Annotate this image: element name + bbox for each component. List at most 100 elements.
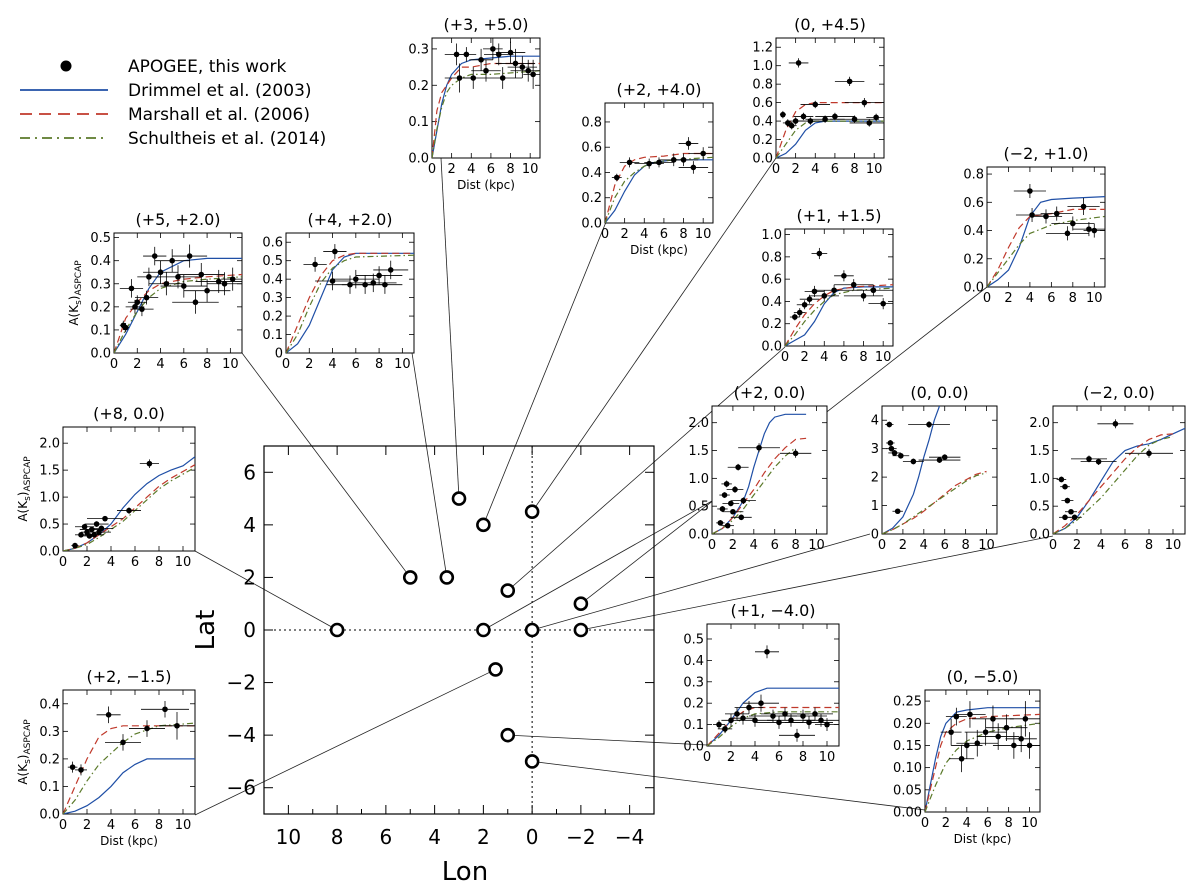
x-tick-label: 0 [1049, 538, 1057, 553]
data-point [995, 733, 1001, 740]
panel-title: (−2, +1.0) [1003, 144, 1088, 163]
data-point [958, 755, 965, 762]
y-tick-label: 0.4 [761, 295, 782, 310]
y-tick-label: 1 [871, 499, 879, 514]
data-point [1070, 220, 1076, 227]
data-point [732, 486, 738, 493]
data-point [93, 521, 100, 527]
panel-title: (+4, +2.0) [307, 210, 392, 229]
y-tick-label: 1.0 [688, 472, 709, 487]
connector-line [531, 157, 777, 512]
data-points [716, 443, 812, 529]
data-point [795, 60, 802, 66]
data-point [832, 113, 838, 120]
data-point [861, 99, 868, 106]
data-point [86, 533, 93, 539]
data-point [822, 116, 828, 123]
y-axis-label: A(Ks)ASPCAP [16, 719, 33, 785]
data-point [716, 721, 722, 728]
y-tick-label: 2 [243, 565, 256, 589]
data-point [221, 280, 228, 287]
y-tick-label: 0.4 [90, 254, 111, 269]
data-points [71, 459, 159, 549]
data-point [181, 283, 187, 289]
data-point [1058, 476, 1065, 483]
data-point [746, 704, 752, 711]
y-tick-label: 0.5 [683, 632, 704, 647]
data-point [782, 711, 788, 717]
x-tick-label: 8 [1004, 816, 1012, 831]
legend-entry: Schultheis et al. (2014) [20, 129, 326, 149]
data-point [685, 140, 692, 147]
data-point [880, 300, 886, 307]
y-tick-label: 0.0 [761, 340, 782, 355]
data-point [717, 520, 724, 526]
data-point [700, 150, 706, 157]
field-marker [476, 517, 491, 533]
data-point [499, 75, 506, 81]
x-tick-label: 4 [640, 227, 648, 242]
x-tick-label: 4 [467, 162, 475, 177]
data-points [444, 38, 540, 93]
data-point [794, 732, 800, 739]
y-tick-label: 0.0 [688, 528, 709, 543]
data-point [841, 273, 847, 279]
data-point [329, 278, 336, 284]
y-tick-label: 0.6 [761, 273, 782, 288]
model-curve-schultheis [882, 472, 987, 534]
y-tick-label: 0.8 [752, 78, 773, 93]
data-point [1086, 226, 1092, 232]
y-axis-label: Lat [191, 610, 221, 651]
model-curve-drimmel [925, 707, 1040, 812]
x-axis-label: Lon [442, 857, 488, 887]
panel-title: (+2, +4.0) [616, 80, 701, 99]
y-tick-label: 1.0 [761, 228, 782, 243]
x-tick-label: 0 [983, 291, 991, 306]
data-points [67, 701, 195, 776]
x-axis-label: Dist (kpc) [630, 243, 688, 257]
legend-entry: Marshall et al. (2006) [20, 105, 310, 125]
data-point [891, 450, 898, 456]
y-tick-label: 0.2 [262, 310, 283, 325]
panel-title: (+3, +5.0) [443, 15, 528, 34]
model-curve-schultheis [785, 287, 893, 346]
x-tick-label: 6 [131, 818, 139, 833]
y-tick-label: 0.5 [1029, 500, 1050, 515]
data-point [982, 729, 989, 735]
y-tick-label: 0.0 [39, 808, 60, 823]
data-point [806, 296, 813, 303]
field-marker [524, 754, 540, 769]
data-point [730, 508, 736, 515]
data-point [816, 250, 823, 257]
panel-title: (+8, 0.0) [93, 404, 165, 423]
data-points [940, 701, 1040, 773]
x-tick-label: 8 [331, 825, 344, 849]
model-curves [776, 102, 884, 158]
x-tick-label: 2 [620, 227, 628, 242]
x-tick-label: 8 [961, 538, 969, 553]
y-tick-label: 0.0 [581, 217, 602, 232]
data-point [490, 46, 496, 52]
data-point [512, 60, 519, 67]
x-tick-label: 0 [526, 825, 539, 849]
data-point [990, 716, 996, 722]
model-curve-schultheis [987, 215, 1105, 287]
model-curve-drimmel [776, 120, 884, 158]
model-curve-marshall [776, 102, 884, 158]
y-tick-label: 0.3 [90, 277, 111, 292]
connector-line [411, 352, 448, 578]
data-point [806, 719, 812, 726]
field-marker [500, 727, 516, 743]
legend-dot-icon [60, 60, 72, 72]
data-point [1091, 227, 1098, 234]
x-tick-label: 10 [175, 555, 192, 570]
data-point [626, 159, 633, 166]
y-tick-label: 1.5 [39, 464, 60, 479]
field-marker [500, 583, 516, 598]
y-tick-label: 0.2 [683, 697, 704, 712]
